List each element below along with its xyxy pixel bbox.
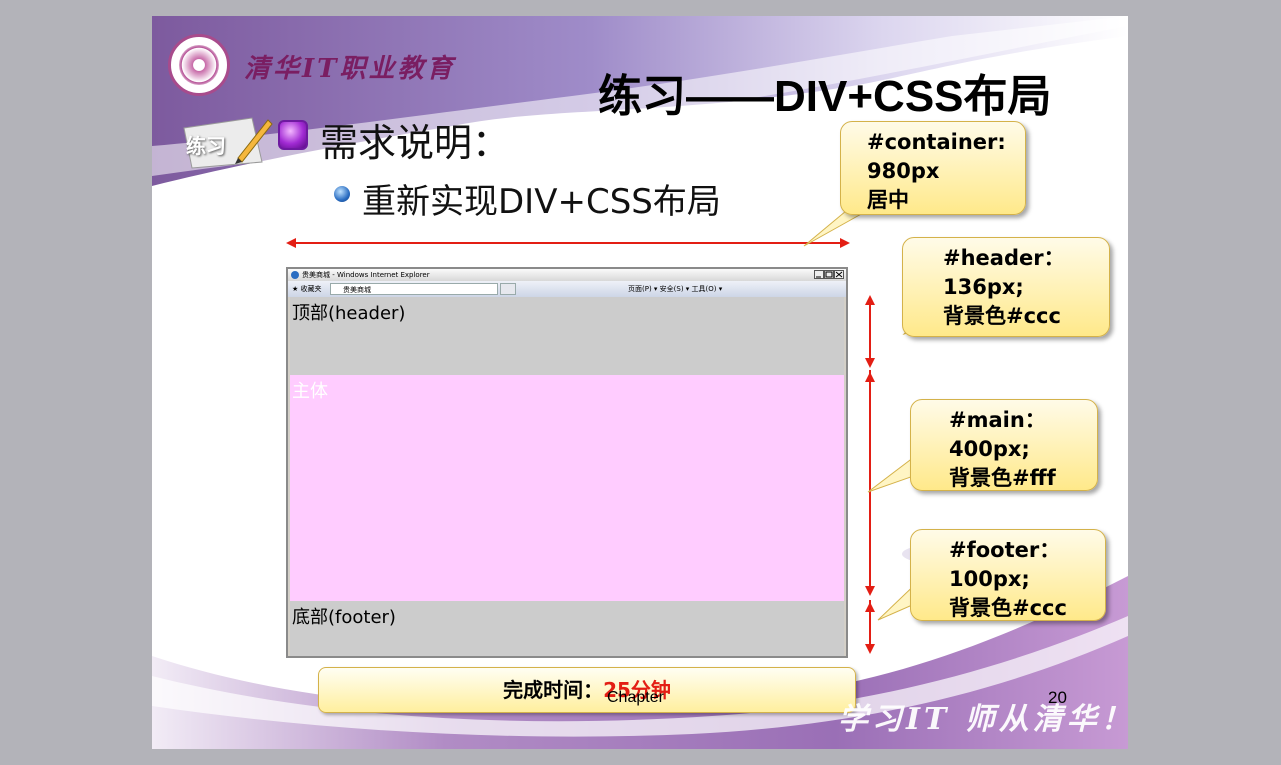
purple-square-bullet-icon [278, 120, 308, 150]
university-seal-logo [168, 34, 230, 96]
main-label: 主体 [292, 381, 328, 402]
header-region: 顶部(header) [290, 297, 844, 375]
slogan: 学习IT 师从清华！ [838, 702, 1128, 737]
blue-dot-bullet-icon [334, 186, 350, 202]
brand-name: 清华IT职业教育 [244, 54, 456, 84]
footer-region: 底部(footer) [290, 601, 844, 656]
callout-footer: #footer： 100px; 背景色#ccc [910, 529, 1106, 621]
callout-header: #header： 136px; 背景色#ccc [902, 237, 1110, 337]
favorites-button: ★ 收藏夹 [292, 285, 322, 293]
requirements-heading: 需求说明： [320, 121, 511, 165]
completion-time-box: 完成时间：25分钟 [318, 667, 856, 713]
callout-container: #container: 980px 居中 [840, 121, 1026, 215]
slide: 清华IT职业教育 练习——DIV+CSS布局 练习 需求说明： 重新实现DIV+… [152, 16, 1128, 749]
new-tab-button [500, 283, 516, 295]
toolbar-menu: 页面(P) ▾ 安全(S) ▾ 工具(O) ▾ [628, 285, 723, 293]
pencil-notepad-icon [183, 117, 273, 169]
browser-toolbar: ★ 收藏夹 贵美商城 页面(P) ▾ 安全(S) ▾ 工具(O) ▾ [288, 281, 846, 297]
requirement-item: 重新实现DIV+CSS布局 [362, 182, 721, 222]
time-label: 完成时间： [503, 678, 604, 702]
window-controls-icon [814, 270, 844, 279]
header-label: 顶部(header) [292, 303, 406, 324]
chapter-label: Chapter [607, 689, 664, 706]
browser-titlebar: 贵美商城 - Windows Internet Explorer [288, 269, 846, 281]
exercise-tag: 练习 [186, 134, 226, 158]
main-region: 主体 [290, 375, 844, 601]
browser-tab: 贵美商城 [330, 283, 498, 295]
page-number: 20 [1048, 688, 1067, 707]
slide-title: 练习——DIV+CSS布局 [598, 72, 1052, 121]
callout-main: #main： 400px; 背景色#fff [910, 399, 1098, 491]
ie-icon [291, 271, 299, 279]
browser-screenshot: 贵美商城 - Windows Internet Explorer ★ 收藏夹 贵… [286, 267, 848, 658]
time-value: 25分钟 [603, 678, 671, 702]
footer-label: 底部(footer) [292, 607, 396, 628]
browser-window-title: 贵美商城 - Windows Internet Explorer [302, 271, 430, 279]
